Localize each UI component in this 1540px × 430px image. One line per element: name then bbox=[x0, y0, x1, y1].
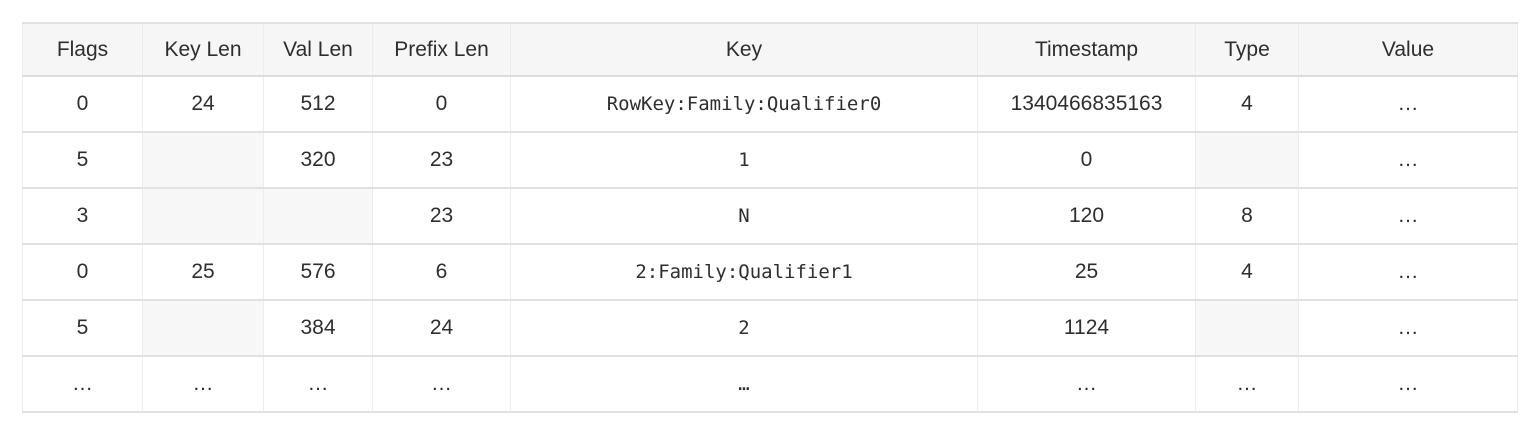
column-header-key-len: Key Len bbox=[142, 22, 264, 77]
prefix-encoded-keyvalue-table: Flags Key Len Val Len Prefix Len Key Tim… bbox=[22, 22, 1518, 413]
column-header-type: Type bbox=[1195, 22, 1299, 77]
table-cell: … bbox=[372, 355, 511, 413]
table-cell: 23 bbox=[372, 131, 511, 189]
table-cell: 5 bbox=[22, 299, 143, 357]
column-header-prefix-len: Prefix Len bbox=[372, 22, 511, 77]
table-cell: 24 bbox=[142, 75, 264, 133]
table-cell: 0 bbox=[22, 243, 143, 301]
table-cell: … bbox=[1195, 355, 1299, 413]
table-cell: … bbox=[510, 355, 978, 413]
table-cell: … bbox=[1298, 243, 1518, 301]
table-cell: 24 bbox=[372, 299, 511, 357]
table-cell bbox=[142, 131, 264, 189]
table-cell bbox=[142, 187, 264, 245]
table-cell bbox=[1195, 131, 1299, 189]
table-row: …………………… bbox=[22, 355, 1518, 413]
table-cell: 1124 bbox=[977, 299, 1196, 357]
table-cell: 25 bbox=[142, 243, 264, 301]
table-cell: 8 bbox=[1195, 187, 1299, 245]
table-cell: 1340466835163 bbox=[977, 75, 1196, 133]
table-cell: 320 bbox=[263, 131, 373, 189]
table-cell: 0 bbox=[22, 75, 143, 133]
table-cell: … bbox=[1298, 187, 1518, 245]
table-cell: 6 bbox=[372, 243, 511, 301]
table-cell bbox=[142, 299, 264, 357]
table-cell: 25 bbox=[977, 243, 1196, 301]
table-cell: 2:Family:Qualifier1 bbox=[510, 243, 978, 301]
table-cell: 384 bbox=[263, 299, 373, 357]
table-cell: RowKey:Family:Qualifier0 bbox=[510, 75, 978, 133]
table-cell: N bbox=[510, 187, 978, 245]
table-cell: 120 bbox=[977, 187, 1196, 245]
table-cell: … bbox=[1298, 299, 1518, 357]
table-cell: … bbox=[1298, 355, 1518, 413]
column-header-val-len: Val Len bbox=[263, 22, 373, 77]
column-header-key: Key bbox=[510, 22, 978, 77]
table-cell: 2 bbox=[510, 299, 978, 357]
table-cell: … bbox=[22, 355, 143, 413]
header-row: Flags Key Len Val Len Prefix Len Key Tim… bbox=[22, 22, 1518, 77]
table-cell: 5 bbox=[22, 131, 143, 189]
table-cell: … bbox=[1298, 75, 1518, 133]
table-cell bbox=[1195, 299, 1299, 357]
table-cell: … bbox=[142, 355, 264, 413]
table-header: Flags Key Len Val Len Prefix Len Key Tim… bbox=[22, 22, 1518, 77]
table-cell: … bbox=[1298, 131, 1518, 189]
column-header-timestamp: Timestamp bbox=[977, 22, 1196, 77]
data-table: Flags Key Len Val Len Prefix Len Key Tim… bbox=[22, 22, 1518, 413]
column-header-value: Value bbox=[1298, 22, 1518, 77]
table-cell: … bbox=[977, 355, 1196, 413]
table-cell: … bbox=[263, 355, 373, 413]
table-cell: 4 bbox=[1195, 243, 1299, 301]
table-cell: 4 bbox=[1195, 75, 1299, 133]
table-cell: 1 bbox=[510, 131, 978, 189]
table-cell: 576 bbox=[263, 243, 373, 301]
table-cell: 0 bbox=[372, 75, 511, 133]
table-cell: 0 bbox=[977, 131, 1196, 189]
table-cell: 3 bbox=[22, 187, 143, 245]
table-cell bbox=[263, 187, 373, 245]
table-cell: 23 bbox=[372, 187, 511, 245]
column-header-flags: Flags bbox=[22, 22, 143, 77]
table-cell: 512 bbox=[263, 75, 373, 133]
